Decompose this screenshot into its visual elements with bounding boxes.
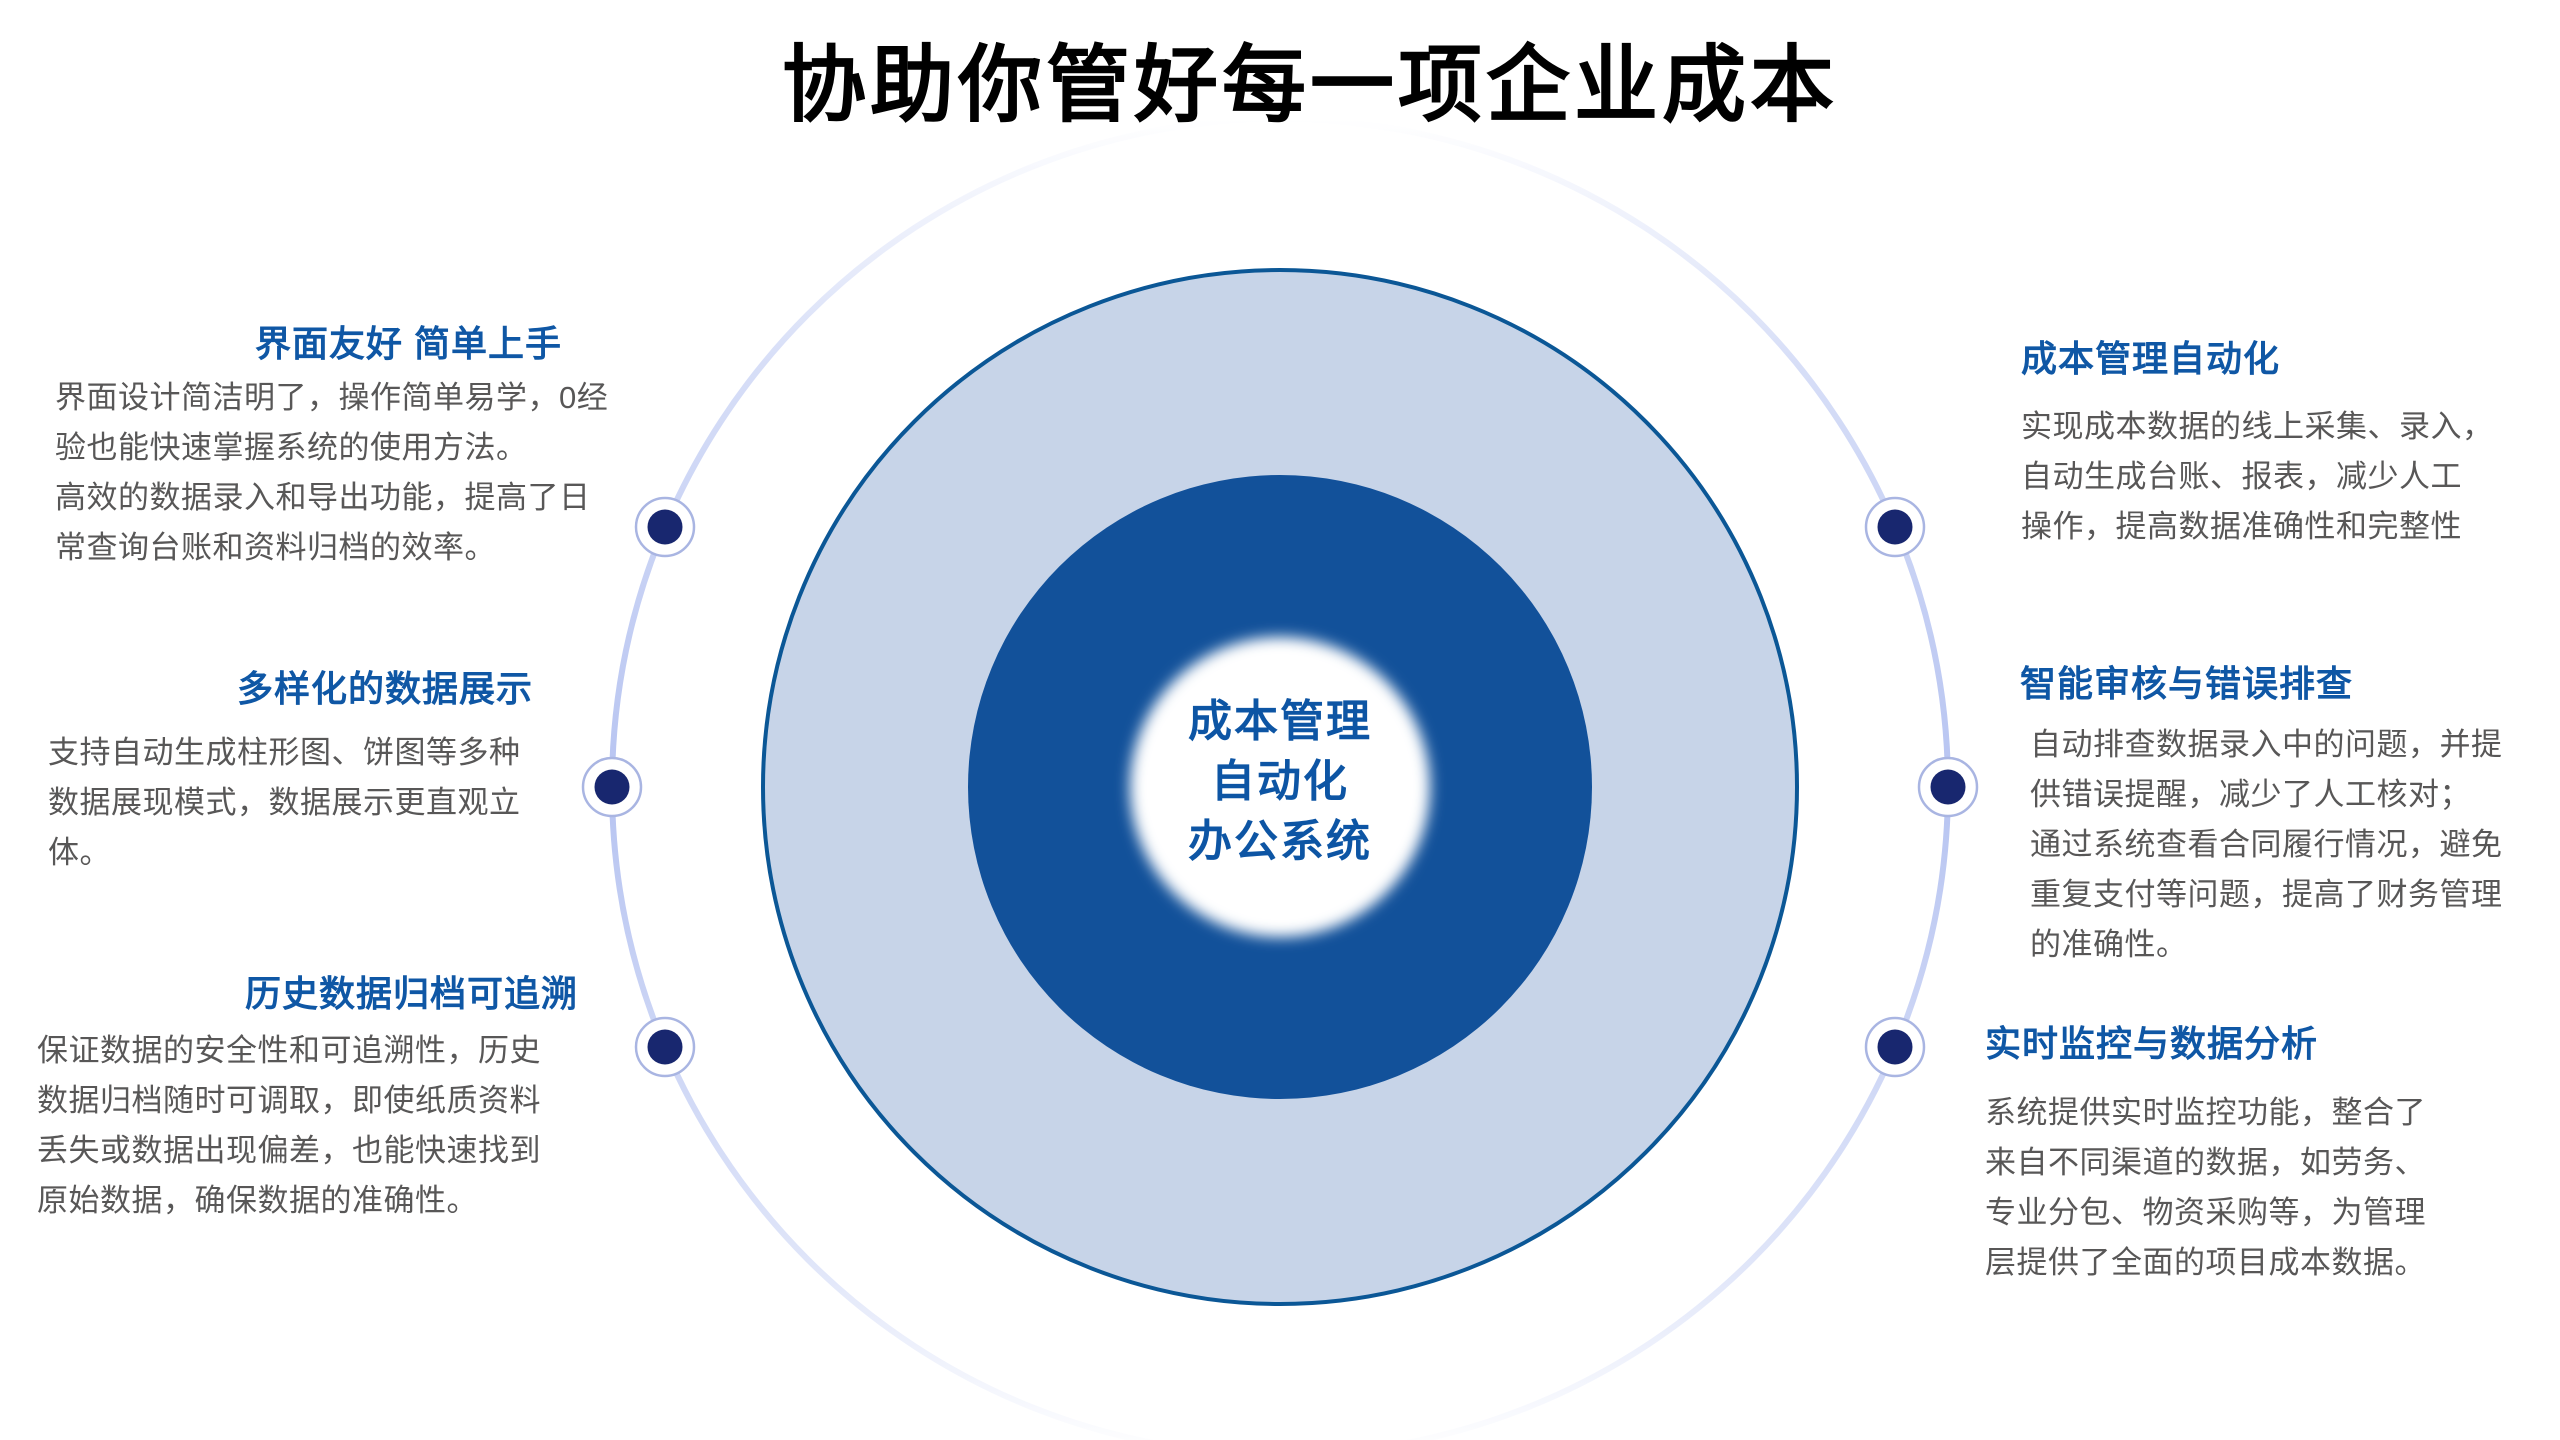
- feature-heading-cost-automation: 成本管理自动化: [2021, 338, 2281, 379]
- center-system-label: 成本管理 自动化 办公系统: [1188, 697, 1372, 866]
- feature-body-history-archive: 保证数据的安全性和可追溯性，历史 数据归档随时可调取，即使纸质资料 丢失或数据出…: [37, 1033, 541, 1218]
- connector-dot-right-2: [1917, 756, 1979, 818]
- feature-body-diverse-data-display: 支持自动生成柱形图、饼图等多种 数据展现模式，数据展示更直观立 体。: [48, 735, 521, 870]
- connector-dot-left-1: [634, 496, 696, 558]
- feature-heading-smart-audit: 智能审核与错误排查: [2020, 663, 2354, 704]
- feature-heading-diverse-data-display: 多样化的数据展示: [237, 668, 534, 709]
- connector-dot-right-1: [1864, 496, 1926, 558]
- feature-heading-realtime-monitoring: 实时监控与数据分析: [1985, 1023, 2319, 1064]
- feature-heading-history-archive: 历史数据归档可追溯: [245, 973, 579, 1014]
- feature-body-smart-audit: 自动排查数据录入中的问题，并提 供错误提醒，减少了人工核对； 通过系统查看合同履…: [2030, 727, 2503, 962]
- connector-dot-left-2: [581, 756, 643, 818]
- feature-body-friendly-ui: 界面设计简洁明了，操作简单易学，0经 验也能快速掌握系统的使用方法。 高效的数据…: [55, 380, 609, 565]
- connector-dot-right-3: [1864, 1016, 1926, 1078]
- connector-dot-left-3: [634, 1016, 696, 1078]
- inner-circle: [1130, 637, 1430, 937]
- feature-heading-friendly-ui: 界面友好 简单上手: [255, 323, 563, 364]
- feature-body-cost-automation: 实现成本数据的线上采集、录入， 自动生成台账、报表，减少人工 操作，提高数据准确…: [2021, 409, 2494, 544]
- feature-body-realtime-monitoring: 系统提供实时监控功能，整合了 来自不同渠道的数据，如劳务、 专业分包、物资采购等…: [1985, 1095, 2426, 1280]
- page-title: 协助你管好每一项企业成本: [781, 38, 1838, 132]
